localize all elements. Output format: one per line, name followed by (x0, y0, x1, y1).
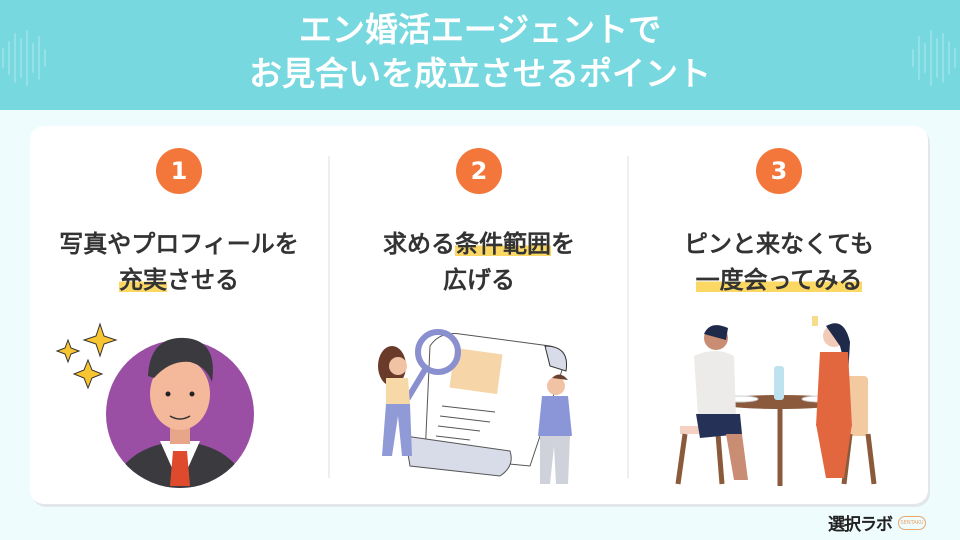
header-banner: エン婚活エージェントで お見合いを成立させるポイント (0, 0, 960, 110)
page-title: エン婚活エージェントで お見合いを成立させるポイント (0, 8, 960, 96)
brand-logo: 選択ラボ SENTAKU (828, 510, 926, 535)
highlighted-text: 充実 (119, 266, 167, 294)
point-title-line1: ピンと来なくても (683, 230, 875, 258)
point-2: 2 求める条件範囲を 広げる (330, 126, 628, 504)
column-divider (627, 156, 629, 478)
highlighted-text: 一度会ってみる (695, 266, 863, 294)
column-divider (328, 156, 330, 478)
logo-text: 選択ラボ (828, 515, 893, 535)
couple-dining-illustration (675, 316, 877, 486)
page-title-line1: エン婚活エージェントで (298, 10, 662, 49)
point-title-line1: 写真やプロフィールを (59, 230, 299, 258)
point-title-text: を (551, 230, 575, 258)
document-search-illustration (378, 329, 572, 484)
sparkle-icon (55, 322, 118, 390)
sound-wave-decoration-right (912, 28, 956, 88)
point-title-line2: させる (167, 266, 239, 294)
point-number-badge: 1 (156, 148, 202, 194)
sound-wave-decoration-left (2, 28, 46, 88)
point-title: ピンと来なくても 一度会ってみる (630, 226, 928, 298)
page-title-line2: お見合いを成立させるポイント (249, 54, 711, 93)
point-title: 写真やプロフィールを 充実させる (30, 226, 328, 298)
points-card: 1 写真やプロフィールを 充実させる 2 (30, 126, 928, 504)
point-3: 3 ピンと来なくても 一度会ってみる (630, 126, 928, 504)
point-number-badge: 2 (456, 148, 502, 194)
point-title-text: 求める (383, 230, 455, 258)
point-1: 1 写真やプロフィールを 充実させる (30, 126, 328, 504)
point-title-line2: 広げる (443, 266, 515, 294)
point-number-badge: 3 (756, 148, 802, 194)
smiling-man-illustration (55, 322, 254, 488)
highlighted-text: 条件範囲 (455, 230, 551, 258)
point-title: 求める条件範囲を 広げる (330, 226, 628, 298)
logo-badge: SENTAKU (898, 515, 926, 530)
